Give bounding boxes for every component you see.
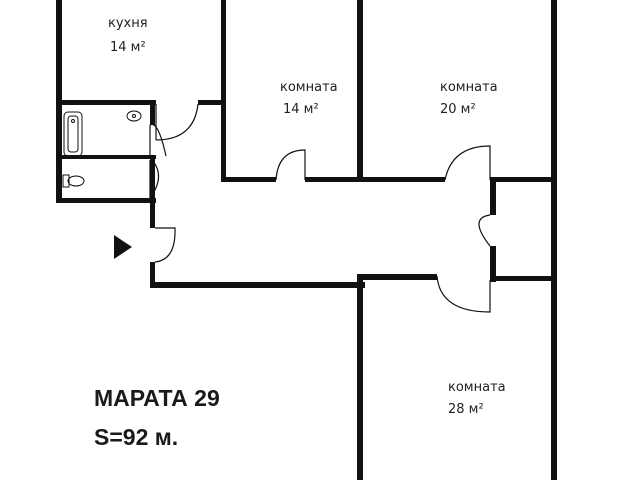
wall-toilet-bottom xyxy=(56,198,156,203)
wall-room1-room2 xyxy=(357,0,363,182)
entrance-arrow-icon xyxy=(114,235,132,259)
wall-corridor-right xyxy=(490,177,496,215)
kitchen-name: кухня xyxy=(108,16,148,31)
wall-room1-bottom-right xyxy=(305,177,445,182)
room3-name: комната xyxy=(448,380,506,395)
wall-entrance-lower xyxy=(150,262,155,288)
wall-kitchen-bottom xyxy=(56,100,156,105)
wall-room2-bottom-right xyxy=(492,177,557,182)
address-label: МАРАТА 29 xyxy=(94,385,220,411)
wall-room1-left xyxy=(221,105,226,182)
wall-toilet-right xyxy=(150,158,155,203)
wall-storage-right xyxy=(551,177,557,281)
wall-kitchen-room1 xyxy=(221,0,226,105)
door-bathroom xyxy=(149,123,167,157)
total-area-label: S=92 м. xyxy=(94,424,178,450)
door-storage xyxy=(478,214,491,247)
sink-icon xyxy=(126,110,142,122)
wall-room3-right xyxy=(551,276,557,480)
wall-corridor-bottom-mid xyxy=(357,274,437,280)
wall-entrance-upper xyxy=(150,198,155,228)
doors xyxy=(149,103,491,313)
room1-area: 14 м² xyxy=(283,102,319,117)
kitchen-area: 14 м² xyxy=(110,40,146,55)
wall-kitchen-bottom-right xyxy=(198,100,226,105)
bathtub-icon xyxy=(63,111,83,157)
door-kitchen xyxy=(155,103,199,141)
wall-room1-bottom-left xyxy=(221,177,276,182)
room3-area: 28 м² xyxy=(448,402,484,417)
door-room3 xyxy=(436,275,491,313)
wall-room2-right xyxy=(551,0,557,182)
walls xyxy=(56,0,557,480)
wall-bath-right xyxy=(150,105,155,125)
room1-name: комната xyxy=(280,80,338,95)
toilet-icon xyxy=(62,174,85,188)
door-entrance xyxy=(154,227,176,263)
door-toilet xyxy=(149,159,160,199)
room2-area: 20 м² xyxy=(440,102,476,117)
wall-room3-left xyxy=(357,274,363,480)
door-room2 xyxy=(444,145,491,181)
door-room1 xyxy=(275,149,306,181)
wall-corridor-right-lower xyxy=(490,246,496,282)
wall-corridor-bottom xyxy=(150,282,365,288)
wall-storage-bottom xyxy=(490,276,557,281)
wall-bath-toilet xyxy=(56,155,156,159)
room2-name: комната xyxy=(440,80,498,95)
